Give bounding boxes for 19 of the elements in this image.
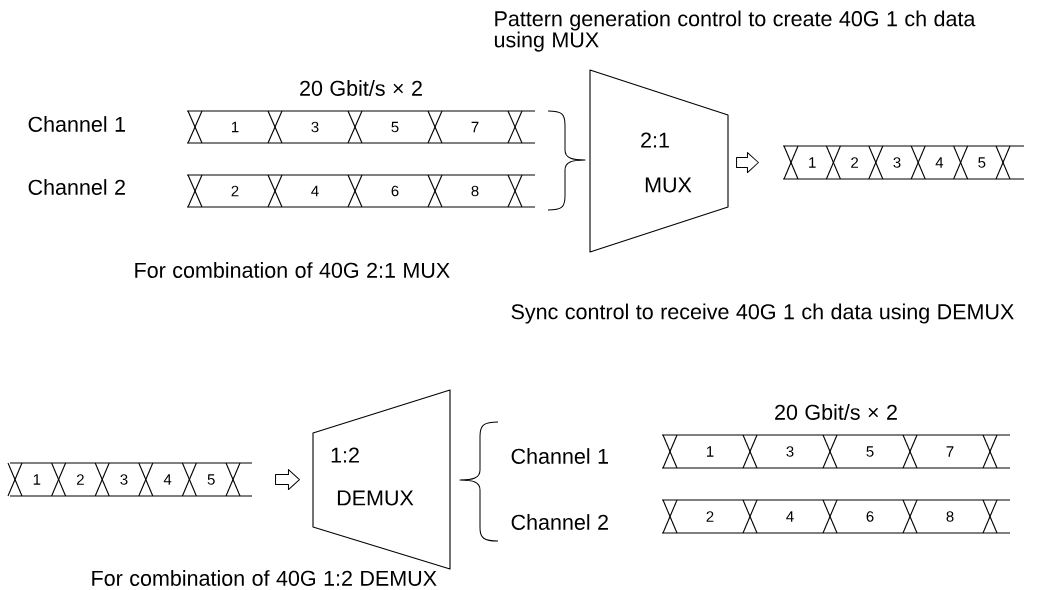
- data-stream: 1 2 3 4 5: [782, 145, 1025, 180]
- data-stream: 2 4 6 8: [186, 174, 536, 208]
- channel-label: Channel 1: [28, 116, 125, 132]
- channel-label: Channel 2: [28, 179, 125, 195]
- rate-label: 20 Gbit/s × 2: [300, 80, 422, 96]
- data-stream: 1 3 5 7: [661, 434, 1011, 469]
- data-stream: 1 2 3 4 5: [7, 462, 253, 497]
- caption-text: For combination of 40G 2:1 MUX: [135, 262, 450, 278]
- rate-label: 20 Gbit/s × 2: [775, 404, 897, 420]
- demux-trapezoid: 1:2 DEMUX: [312, 389, 451, 570]
- channel-label: Channel 2: [511, 514, 608, 530]
- hollow-arrow: [275, 469, 300, 490]
- hollow-arrow: [736, 152, 759, 173]
- data-stream: 2 4 6 8: [661, 499, 1011, 534]
- channel-label: Channel 1: [511, 448, 608, 464]
- mux-trapezoid: 2:1 MUX: [589, 69, 729, 253]
- note-text: Pattern generation control to create 40G 1 ch data using MUX: [494, 10, 976, 52]
- note-text: Sync control to receive 40G 1 ch data using DEMUX: [511, 303, 1014, 324]
- data-stream: 1 3 5 7: [186, 110, 536, 144]
